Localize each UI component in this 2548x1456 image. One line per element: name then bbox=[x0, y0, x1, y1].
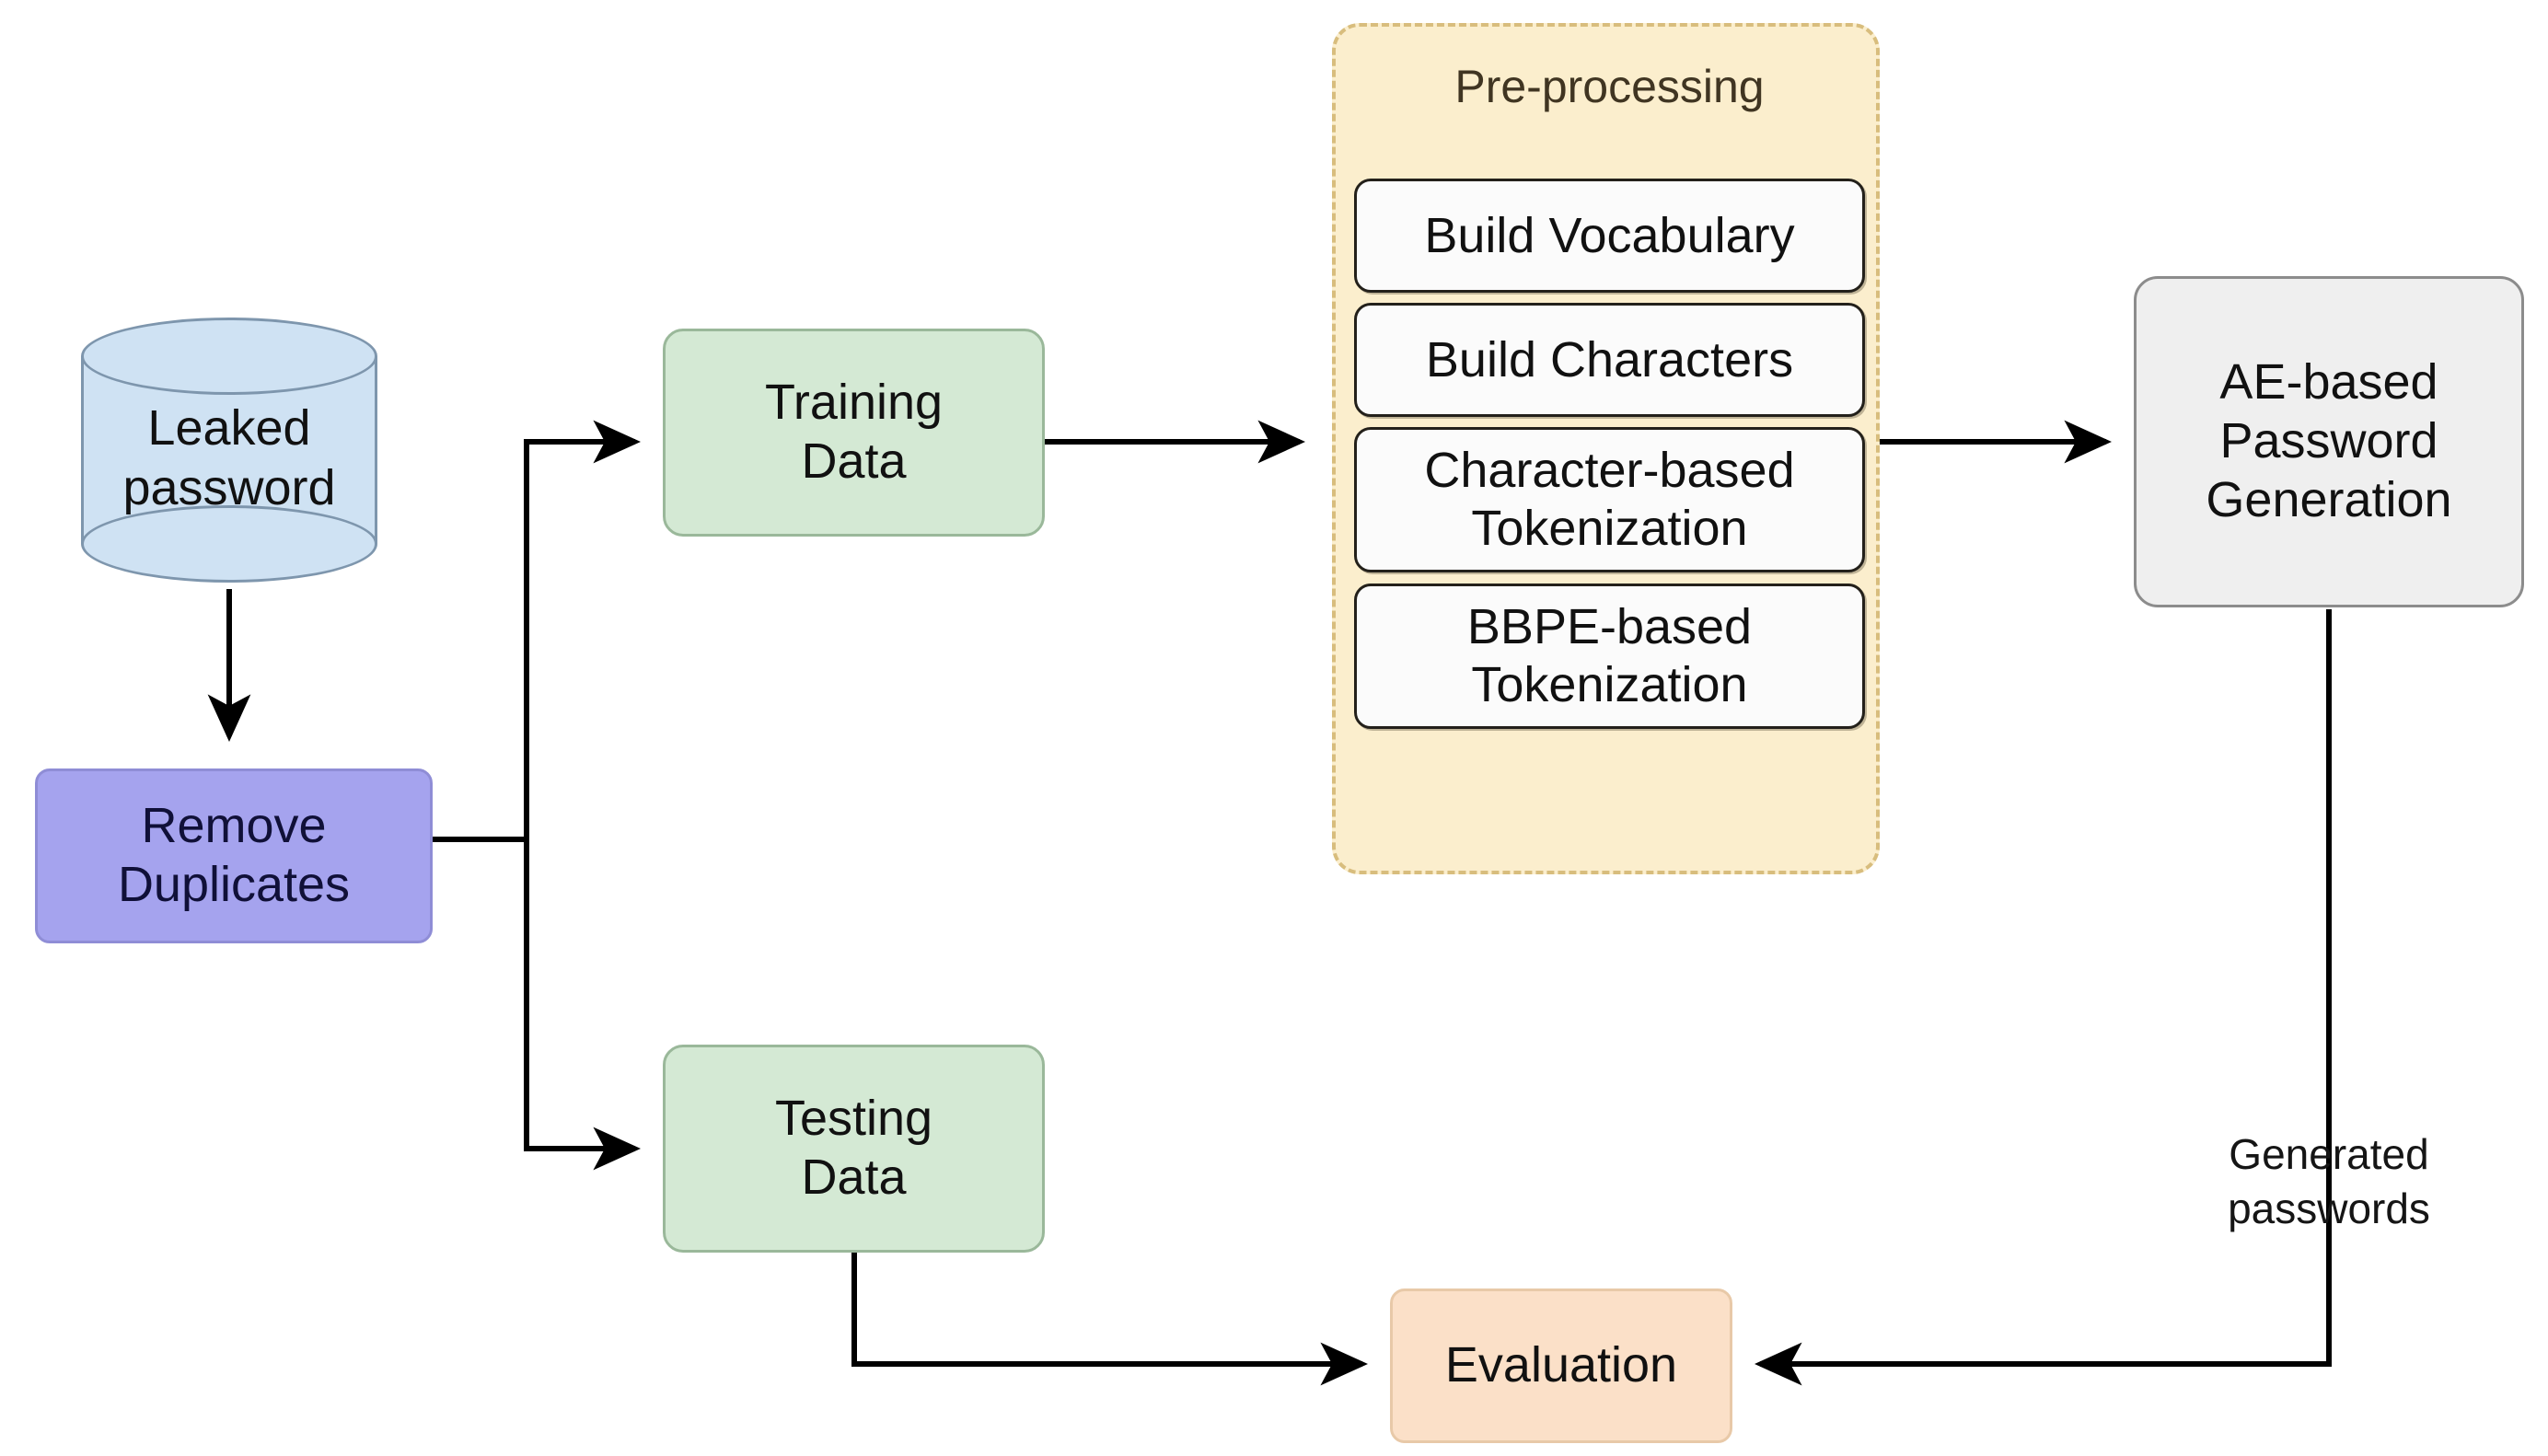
edge-remove-to-training bbox=[433, 420, 642, 842]
node-bbpe-based-tokenization[interactable]: BBPE-based Tokenization bbox=[1354, 584, 1865, 729]
node-build-characters[interactable]: Build Characters bbox=[1354, 303, 1865, 417]
node-testing-data[interactable]: Testing Data bbox=[663, 1045, 1045, 1253]
node-remove-duplicates[interactable]: Remove Duplicates bbox=[35, 768, 433, 943]
edge-testing-to-evaluation bbox=[851, 1253, 1369, 1386]
node-training-data[interactable]: Training Data bbox=[663, 329, 1045, 537]
node-evaluation[interactable]: Evaluation bbox=[1390, 1288, 1732, 1443]
edge-label-generated-passwords: Generated passwords bbox=[2228, 1130, 2430, 1232]
group-preprocessing-title: Pre-processing bbox=[1454, 61, 1765, 112]
cylinder-top-ellipse bbox=[81, 318, 377, 395]
edge-remove-to-testing bbox=[433, 837, 642, 1171]
node-build-vocabulary[interactable]: Build Vocabulary bbox=[1354, 179, 1865, 293]
node-leaked-password-label: Leaked password bbox=[122, 400, 336, 515]
cylinder-bottom-ellipse bbox=[81, 505, 377, 583]
group-preprocessing[interactable]: Pre-processing Build Vocabulary Build Ch… bbox=[1332, 23, 1880, 874]
node-character-based-tokenization[interactable]: Character-based Tokenization bbox=[1354, 427, 1865, 572]
node-ae-based-password-generation[interactable]: AE-based Password Generation bbox=[2134, 276, 2524, 607]
node-leaked-password[interactable]: Leaked password bbox=[81, 318, 377, 583]
